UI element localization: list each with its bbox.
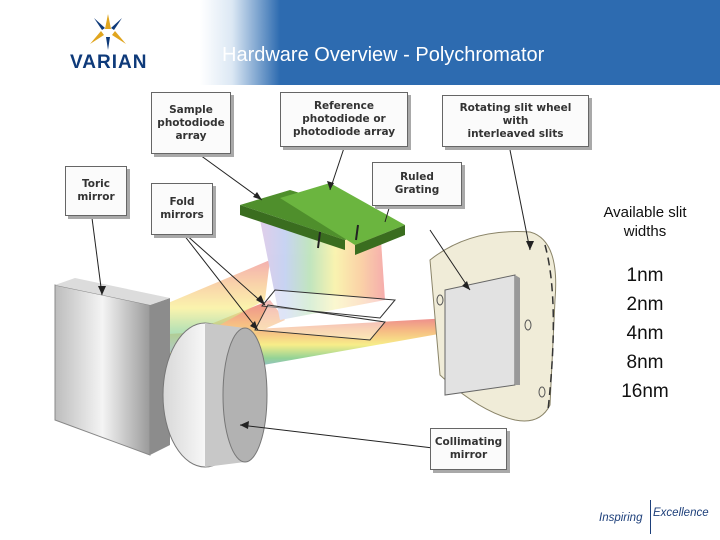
label-rotating-slit-wheel: Rotating slit wheel with interleaved sli… — [442, 95, 589, 147]
collimating-mirror-block — [162, 322, 268, 468]
label-reference-photodiode: Reference photodiode or photodiode array — [280, 92, 408, 147]
slit-widths-title: Available slit widths — [603, 204, 687, 240]
detector-arrays — [240, 183, 405, 255]
logo-panel — [0, 0, 232, 85]
slit-widths-list: 1nm 2nm 4nm 8nm 16nm — [600, 261, 690, 406]
slit-width-item: 4nm — [626, 323, 664, 344]
label-fold-mirrors: Fold mirrors — [151, 183, 213, 235]
arrow-heads — [98, 181, 534, 429]
footer-tagline: Inspiring Excellence — [596, 496, 720, 536]
pointer-lines — [91, 144, 531, 449]
polychromator-diagram — [54, 144, 557, 468]
slit-width-item: 16nm — [621, 381, 669, 402]
header-gradient — [200, 0, 280, 85]
tagline-excellence: Excellence — [653, 507, 709, 519]
toric-mirror-block — [54, 278, 170, 456]
varian-logo-text: VARIAN — [70, 52, 148, 73]
slit-width-item: 1nm — [626, 265, 664, 286]
tagline-inspiring: Inspiring — [599, 512, 643, 524]
slide-title: Hardware Overview - Polychromator — [222, 44, 545, 66]
slit-width-item: 2nm — [626, 294, 664, 315]
slit-wheel-shape — [429, 231, 557, 422]
label-sample-photodiode-array: Sample photodiode array — [151, 92, 231, 154]
varian-logo-icon — [90, 14, 126, 50]
label-ruled-grating: Ruled Grating — [372, 162, 462, 206]
fold-mirrors-shape — [254, 289, 396, 341]
slit-width-item: 8nm — [626, 352, 664, 373]
label-collimating-mirror: Collimating mirror — [430, 428, 507, 470]
tagline-divider — [650, 500, 651, 534]
header-bar: VARIAN Hardware Overview - Polychromator — [0, 0, 720, 85]
label-toric-mirror: Toric mirror — [65, 166, 127, 216]
